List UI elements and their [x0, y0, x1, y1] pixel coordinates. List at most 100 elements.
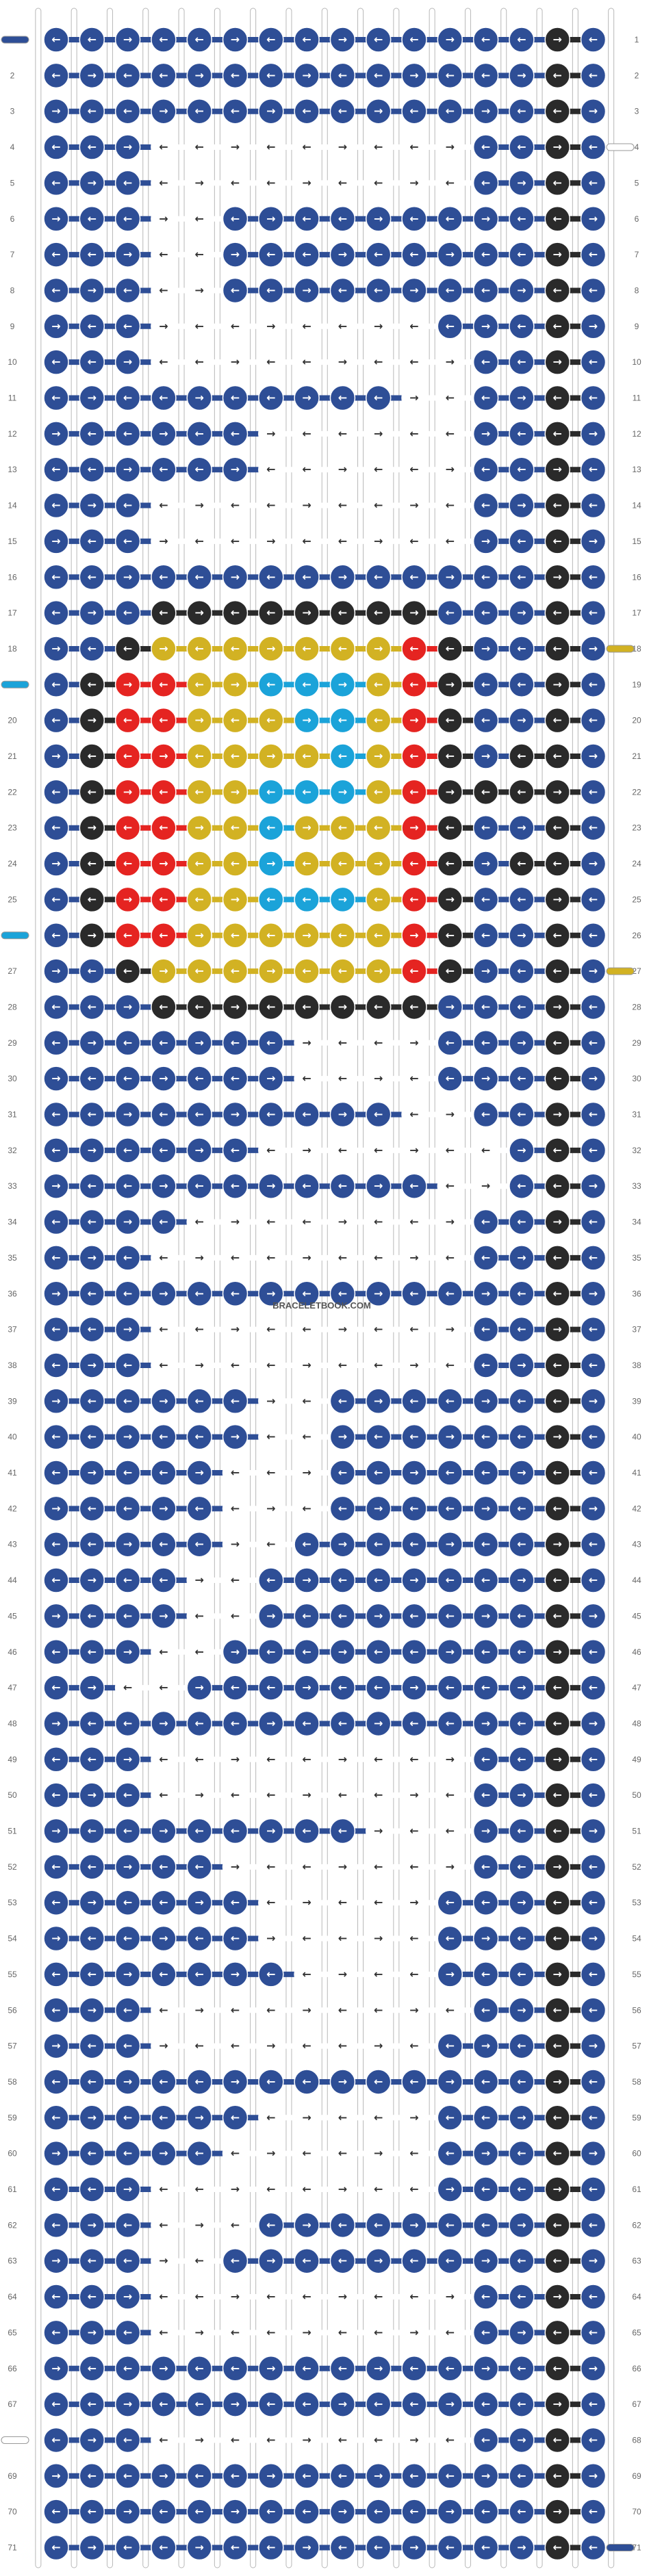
- knot: [329, 1173, 356, 1199]
- knot: [258, 1280, 284, 1306]
- knot-arrow: ←: [302, 1430, 311, 1443]
- knot: [329, 1245, 356, 1271]
- knot-arrow: ←: [88, 2505, 97, 2518]
- knot: [472, 1388, 499, 1415]
- knot-arrow: →: [481, 2362, 490, 2375]
- knot-arrow: ←: [374, 1144, 383, 1157]
- knot-arrow: ←: [374, 1788, 383, 1801]
- knot: [544, 170, 570, 196]
- knot: [151, 1710, 177, 1737]
- knot: [222, 851, 249, 877]
- knot: [258, 1710, 284, 1737]
- knot-arrow: ←: [374, 1860, 383, 1873]
- knot-arrow: ←: [51, 1251, 60, 1264]
- knot-arrow: ←: [517, 105, 526, 118]
- knot-arrow: ←: [302, 642, 311, 655]
- knot: [114, 170, 141, 196]
- knot-arrow: ←: [194, 105, 203, 118]
- knot-arrow: →: [374, 2039, 383, 2052]
- knot: [580, 313, 607, 339]
- knot-arrow: ←: [231, 821, 240, 834]
- row-number: 44: [632, 1575, 641, 1585]
- knot: [509, 528, 535, 554]
- knot-arrow: ←: [123, 821, 132, 834]
- knot-arrow: →: [194, 2218, 203, 2231]
- knot: [79, 2212, 105, 2239]
- knot: [509, 1818, 535, 1844]
- knot-arrow: ←: [51, 1466, 60, 1479]
- knot: [472, 170, 499, 196]
- knot-arrow: →: [231, 1323, 240, 1336]
- knot-arrow: ←: [589, 2290, 598, 2303]
- knot-arrow: ←: [231, 2218, 240, 2231]
- knot-arrow: →: [88, 1573, 97, 1586]
- knot-arrow: →: [589, 2362, 598, 2375]
- knot: [43, 2033, 69, 2059]
- knot: [580, 2212, 607, 2239]
- knot: [79, 600, 105, 626]
- knot-arrow: ←: [231, 427, 240, 440]
- knot: [114, 1173, 141, 1199]
- knot: [544, 2104, 570, 2131]
- knot-arrow: ←: [302, 2469, 311, 2482]
- knot: [79, 1245, 105, 1271]
- knot-arrow: ←: [88, 1825, 97, 1838]
- knot: [544, 2140, 570, 2167]
- string-12: [429, 8, 435, 2568]
- knot-arrow: ←: [552, 499, 561, 512]
- knot: [437, 851, 463, 877]
- knot-arrow: ←: [552, 1287, 561, 1300]
- knot: [79, 1460, 105, 1486]
- knot-arrow: ←: [374, 1251, 383, 1264]
- knot-arrow: →: [123, 785, 132, 798]
- knot: [509, 743, 535, 769]
- row-number: 32: [8, 1146, 17, 1155]
- knot-arrow: ←: [194, 1968, 203, 1981]
- knot: [437, 923, 463, 949]
- knot: [114, 1531, 141, 1558]
- knot: [365, 492, 392, 519]
- knot: [365, 636, 392, 662]
- row-number: 18: [8, 644, 17, 654]
- knot-arrow: →: [266, 1609, 275, 1622]
- knot-arrow: ←: [552, 2147, 561, 2160]
- knot-arrow: ←: [123, 499, 132, 512]
- knot: [43, 1137, 69, 1163]
- knot: [79, 313, 105, 339]
- knot: [258, 1961, 284, 1987]
- knot-arrow: ←: [123, 176, 132, 189]
- knot: [329, 707, 356, 734]
- knot: [580, 923, 607, 949]
- row-number: 11: [8, 394, 17, 403]
- thread-tail: [606, 2544, 635, 2551]
- knot-arrow: ←: [409, 749, 418, 762]
- knot: [222, 1245, 249, 1271]
- knot-arrow: →: [338, 140, 347, 153]
- knot-arrow: ←: [194, 892, 203, 905]
- knot: [151, 600, 177, 626]
- knot: [43, 958, 69, 984]
- knot-arrow: ←: [481, 1896, 490, 1909]
- knot: [43, 98, 69, 125]
- knot-arrow: →: [552, 1000, 561, 1013]
- knot-arrow: ←: [123, 1251, 132, 1264]
- knot-arrow: →: [409, 1358, 418, 1371]
- knot-arrow: ←: [481, 1144, 490, 1157]
- knot-arrow: →: [51, 749, 60, 762]
- knot-arrow: ←: [266, 1573, 275, 1586]
- row-number: 50: [8, 1790, 17, 1800]
- knot: [43, 779, 69, 806]
- knot: [365, 62, 392, 89]
- knot: [222, 1137, 249, 1163]
- knot: [114, 1925, 141, 1952]
- knot-arrow: ←: [517, 1502, 526, 1515]
- knot: [472, 1101, 499, 1128]
- knot-arrow: ←: [159, 1860, 168, 1873]
- knot: [580, 134, 607, 160]
- knot-arrow: ←: [231, 857, 240, 870]
- row-number: 67: [8, 2399, 17, 2409]
- row-number: 57: [8, 2042, 17, 2051]
- row-number: 45: [8, 1611, 17, 1621]
- knot: [114, 1066, 141, 1092]
- knot: [472, 2033, 499, 2059]
